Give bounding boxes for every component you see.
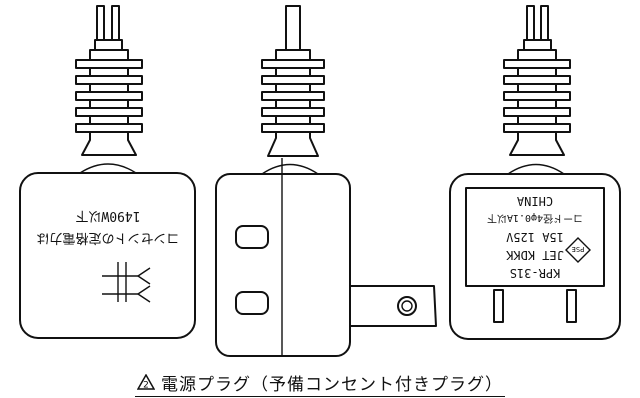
- rating-label-box: [465, 187, 605, 287]
- plug-prong-icon: [349, 285, 437, 327]
- certification-text: JET KDKK: [505, 248, 564, 262]
- plug-back-view: KPR-31S JET KDKK 15A 125V コード径4φ0.1A以下 C…: [449, 5, 621, 340]
- cord-left: [94, 5, 123, 53]
- plug-body-left: [19, 172, 196, 339]
- plug-diagram: コンセントの定格電力は 1490W以下: [19, 5, 621, 357]
- rating-text: 15A 125V: [506, 230, 564, 244]
- figure-caption: 2 電源プラグ（予備コンセント付きプラグ）: [0, 368, 640, 398]
- strain-relief-left: [75, 49, 143, 156]
- cord-right: [523, 5, 552, 53]
- rating-text-line2: 1490W以下: [75, 208, 140, 223]
- outlet-slot-top: [235, 225, 269, 249]
- outlet-symbol-icon: [102, 262, 151, 303]
- caption-text: 電源プラグ（予備コンセント付きプラグ）: [161, 374, 503, 395]
- pse-mark-icon: PSE: [565, 237, 591, 263]
- outlet-slot-bottom: [235, 291, 269, 315]
- strain-relief-middle: [261, 49, 325, 157]
- plug-front-view: コンセントの定格電力は 1490W以下: [19, 5, 196, 339]
- pse-mark-text: PSE: [572, 245, 585, 253]
- model-number-text: KPR-31S: [510, 266, 561, 280]
- origin-text: CHINA: [516, 194, 553, 208]
- prong-end-right: [566, 289, 577, 323]
- plug-body-middle: [215, 173, 351, 357]
- prong-end-left: [493, 289, 504, 323]
- rating-text-line1: コンセントの定格電力は: [36, 230, 179, 246]
- plug-side-view: [215, 5, 437, 357]
- warning-triangle-icon: 2: [137, 374, 155, 390]
- strain-relief-right: [503, 49, 571, 156]
- note-number: 2: [143, 381, 149, 391]
- cord-spec-text: コード径4φ0.1A以下: [487, 212, 583, 225]
